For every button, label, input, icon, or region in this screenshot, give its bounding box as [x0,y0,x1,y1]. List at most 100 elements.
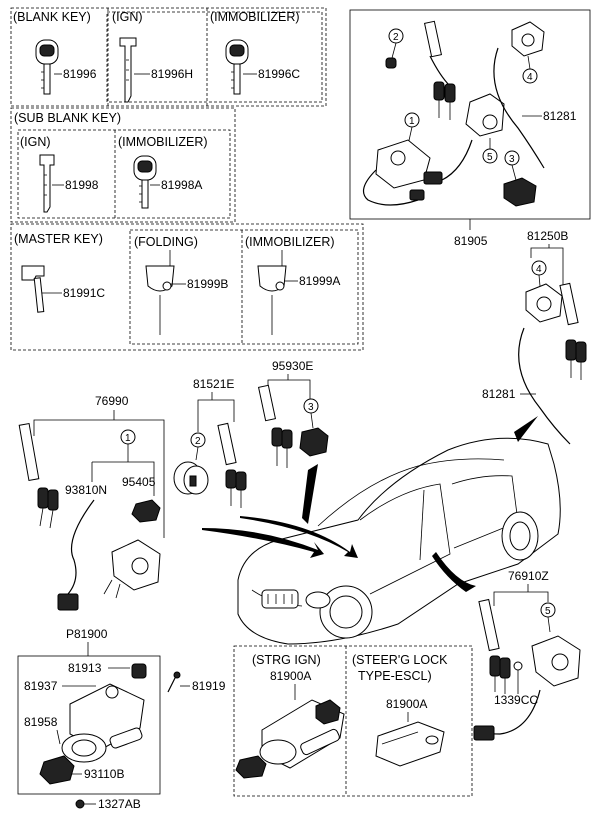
module-part-top [503,177,537,207]
wire-top [441,139,473,181]
label-81281-mid: 81281 [482,387,516,401]
arrow-center [302,464,318,524]
label-81996H: 81996H [151,67,193,81]
svg-text:2: 2 [195,436,201,447]
arrow-ign [240,516,358,558]
key-set-right [478,598,511,694]
wire-81281-mid [518,327,571,445]
bolt-1327AB [75,799,85,809]
ign-lock-left [103,539,161,599]
immobilizer-key-icon [225,39,249,95]
callout-2-top: 2 [388,28,404,44]
blank-key-header: (BLANK KEY) [13,10,91,24]
master-key-group-box [10,223,364,351]
master-key-icon [21,265,45,313]
svg-text:5: 5 [545,606,551,617]
key-set-top [423,20,456,120]
label-81937: 81937 [24,679,58,693]
ign-lock-assembly-top [362,139,431,206]
callout-3-top: 3 [504,150,520,166]
label-95405: 95405 [122,475,156,489]
label-93810N: 93810N [65,483,107,497]
sub-ign-key-icon [39,154,55,213]
ign-header: (IGN) [112,10,143,24]
label-76990: 76990 [95,394,129,408]
label-81999A: 81999A [299,274,340,288]
callout-3-mid: 3 [303,398,319,414]
key-set-left [18,422,59,529]
label-81913: 81913 [68,661,102,675]
label-81996C: 81996C [258,67,300,81]
cap-part [385,57,397,69]
module-part-center [299,427,329,457]
label-81998A: 81998A [161,178,202,192]
door-cylinder [173,461,209,495]
steerg-lock-header-1: (STEER'G LOCK [352,653,448,667]
key-cylinder-right [531,635,581,687]
washer-1339CC [513,661,523,671]
key-set-mid [559,282,587,380]
sub-blank-key-group-box [10,107,236,223]
key-set-center [257,384,293,468]
label-81999B: 81999B [187,277,228,291]
folding-key-icon [145,250,175,335]
strg-group-box [233,645,473,797]
svg-text:1: 1 [409,116,415,127]
svg-text:4: 4 [527,72,533,83]
ign-lock-assembly-p81900 [39,663,147,785]
callout-2-mid: 2 [190,432,206,448]
label-P81900: P81900 [66,627,108,641]
label-81996: 81996 [63,67,97,81]
svg-text:3: 3 [308,402,314,413]
wire-left [67,499,95,595]
car-illustration [237,437,561,645]
coil-mid [525,283,563,323]
wire-81281-top [493,47,545,169]
connector-left [57,593,79,611]
blank-key-icon [35,39,59,95]
svg-text:4: 4 [536,264,542,275]
folding-header: (FOLDING) [134,235,198,249]
label-81919: 81919 [192,679,226,693]
part-95405 [131,499,161,523]
label-1339CC: 1339CC [494,693,538,707]
label-81958: 81958 [24,715,58,729]
callout-5-top: 5 [482,148,498,164]
key-cylinder-top [465,93,505,137]
label-81991C: 81991C [63,286,105,300]
immobilizer-folding-key-icon [257,250,287,335]
connector-top [423,171,443,185]
svg-text:3: 3 [509,154,515,165]
immobilizer-header: (IMMOBILIZER) [210,10,300,24]
label-1327AB: 1327AB [98,797,141,811]
svg-text:2: 2 [393,32,399,43]
label-81281-top: 81281 [543,109,577,123]
label-81998: 81998 [65,178,99,192]
p81900-box [17,655,161,795]
label-81900A-ign: 81900A [270,669,311,683]
arrow-trunk [514,416,538,442]
callout-4-mid: 4 [531,260,547,276]
master-key-header: (MASTER KEY) [14,232,103,246]
screw-81919 [167,671,181,693]
sub-blank-key-header: (SUB BLANK KEY) [14,111,121,125]
label-93110B: 93110B [84,767,124,781]
strg-ign-assembly [235,699,345,779]
blank-key-group-box [10,7,327,107]
label-95930E: 95930E [272,359,313,373]
callout-5-right: 5 [540,602,556,618]
svg-text:5: 5 [487,152,493,163]
label-76910Z: 76910Z [508,569,549,583]
callout-1-left: 1 [120,429,136,445]
label-81250B: 81250B [527,229,568,243]
sub-immobilizer-key-icon [133,155,157,209]
master-immobilizer-header: (IMMOBILIZER) [245,235,335,249]
label-81905: 81905 [454,234,488,248]
callout-1-top: 1 [404,112,420,128]
arrow-right-door [432,552,476,592]
label-81900A-lock: 81900A [386,697,427,711]
strg-ign-header: (STRG IGN) [252,653,321,667]
label-81521E: 81521E [193,377,234,391]
ign-key-icon [119,37,137,103]
sub-immobilizer-header: (IMMOBILIZER) [118,135,208,149]
